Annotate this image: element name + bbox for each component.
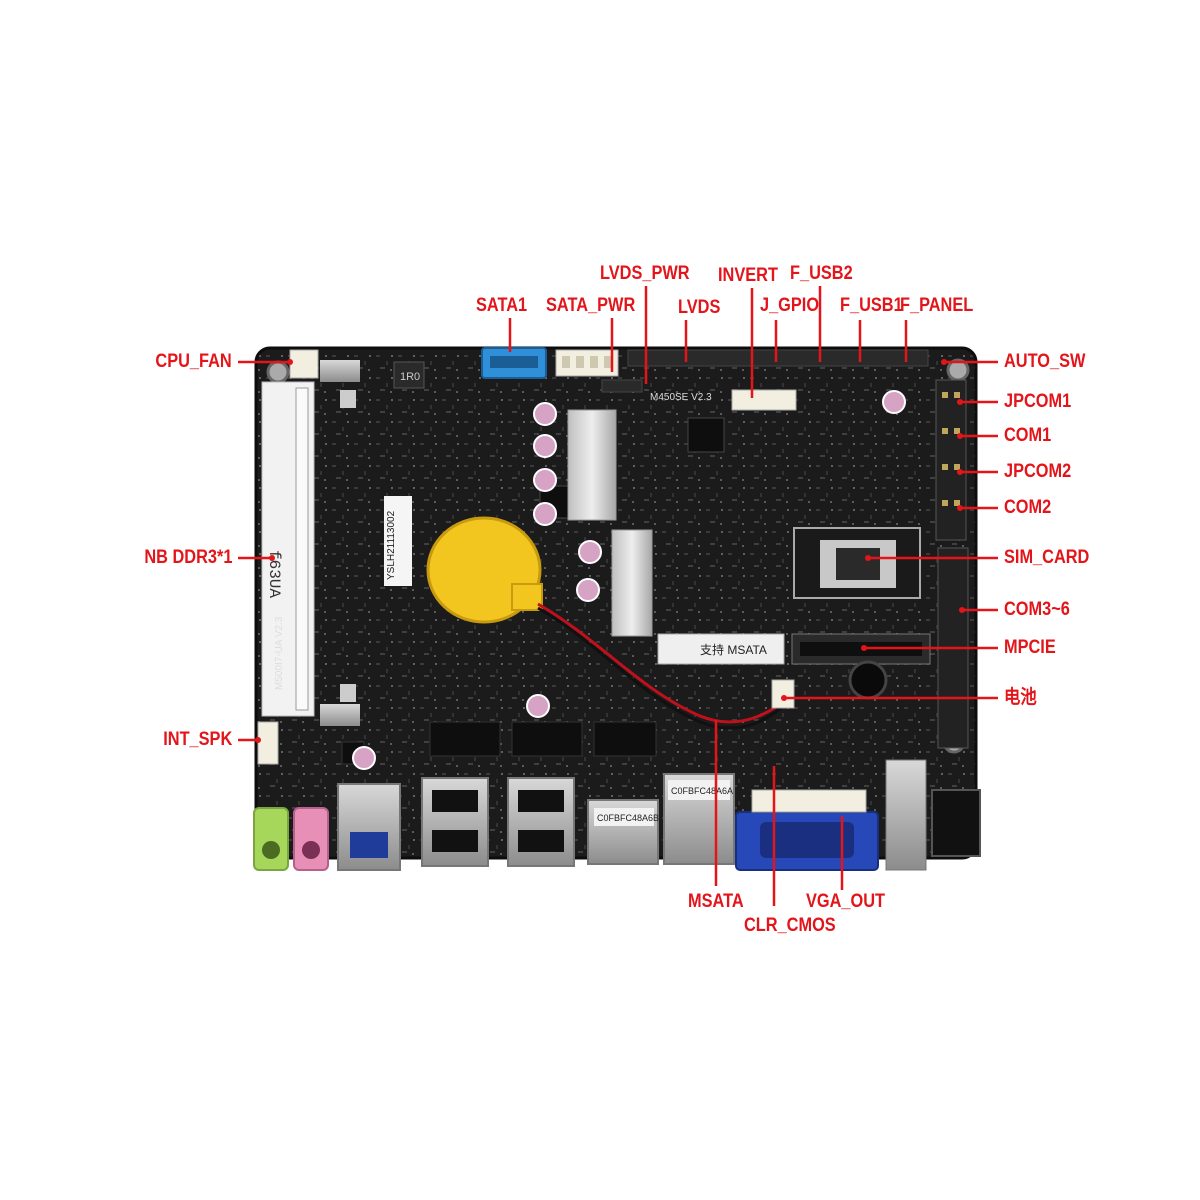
serial-sticker [384, 496, 412, 586]
audio-jack-mic [293, 807, 329, 871]
label-auto-sw: AUTO_SW [1004, 351, 1086, 372]
board-id: M500I7-UA V2.3 [274, 616, 285, 690]
label-jpcom2: JPCOM2 [1004, 461, 1072, 482]
label-nb-ddr3: NB DDR3*1 [143, 547, 232, 568]
invert-connector [731, 389, 797, 411]
ram-mark: f63UA [265, 550, 283, 598]
sim-card-slot [793, 527, 921, 599]
label-j-gpio: J_GPIO [760, 295, 820, 316]
label-battery: 电池 [1004, 687, 1037, 708]
label-jpcom1: JPCOM1 [1004, 391, 1072, 412]
chip [429, 721, 501, 757]
label-invert: INVERT [718, 265, 778, 286]
ddr3-sodimm-slot [261, 360, 360, 726]
label-com2: COM2 [1004, 497, 1052, 518]
label-lvds: LVDS [678, 297, 721, 318]
cmos-battery [426, 516, 787, 730]
usb2-port-stack [507, 777, 575, 867]
heatsink [567, 409, 617, 521]
label-sata1: SATA1 [476, 295, 528, 316]
label-sata-pwr: SATA_PWR [546, 295, 636, 316]
lan-port: C0FBFC48A6A [663, 773, 735, 865]
lan-port: C0FBFC48A6B [587, 799, 659, 865]
msata-slot: 支持 MSATA [657, 633, 785, 665]
msata-slot-label: 支持 MSATA [700, 642, 767, 657]
buzzer [848, 660, 888, 700]
battery-connector [771, 679, 795, 709]
dc-jack [931, 789, 981, 857]
leader-lines [238, 286, 998, 906]
chip [511, 721, 583, 757]
label-clr-cmos: CLR_CMOS [744, 915, 836, 936]
sata1-port [481, 347, 547, 379]
label-sim-card: SIM_CARD [1004, 547, 1090, 568]
mounting-hole [266, 360, 290, 384]
mac-label: C0FBFC48A6B [597, 813, 659, 823]
label-com3-6: COM3~6 [1004, 599, 1070, 620]
vga-port [735, 789, 879, 871]
lvds-power-header [601, 379, 643, 393]
usb2-port-stack [421, 777, 489, 867]
label-cpu-fan: CPU_FAN [155, 351, 232, 372]
label-com1: COM1 [1004, 425, 1052, 446]
serial-number: YSLH21113002 [386, 510, 397, 580]
label-lvds-pwr: LVDS_PWR [600, 263, 690, 284]
capacitors [352, 390, 906, 770]
inductor [393, 361, 425, 389]
label-f-panel: F_PANEL [900, 295, 974, 316]
label-mpcie: MPCIE [1004, 637, 1056, 658]
label-int-spk: INT_SPK [162, 729, 232, 750]
power-connector [885, 759, 927, 871]
chip [687, 417, 725, 453]
usb3-port [337, 783, 401, 871]
audio-jack-line-out [253, 807, 289, 871]
label-f-usb1: F_USB1 [840, 295, 903, 316]
cpu-fan-connector [289, 349, 319, 379]
int-spk-connector [257, 721, 279, 765]
label-msata: MSATA [688, 891, 744, 912]
mac-label: C0FBFC48A6A [671, 786, 733, 796]
chip [593, 721, 657, 757]
inductor-mark: 1R0 [400, 371, 420, 383]
lvds-header [627, 349, 929, 367]
label-f-usb2: F_USB2 [790, 263, 853, 284]
board-model: M450SE V2.3 [650, 392, 712, 403]
heatsink [611, 529, 653, 637]
label-vga-out: VGA_OUT [806, 891, 885, 912]
com-header-strip [935, 379, 967, 541]
